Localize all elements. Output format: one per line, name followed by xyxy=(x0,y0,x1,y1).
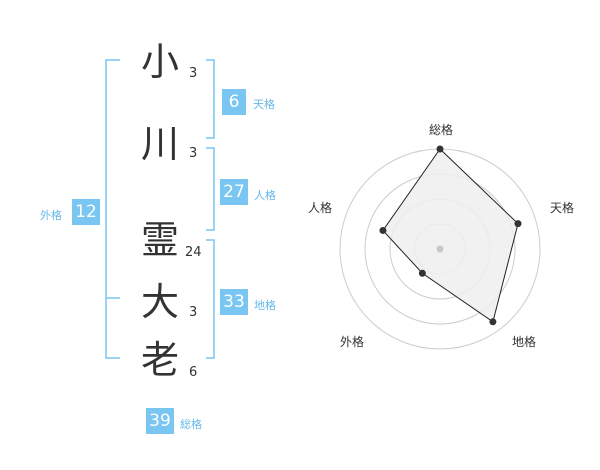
name-char-3: 霊 xyxy=(140,218,179,262)
radar-axis-label-jinkaku: 人格 xyxy=(308,200,332,215)
radar-score-polygon xyxy=(382,148,519,323)
name-char-5: 老 xyxy=(140,338,179,382)
tenkaku-badge: 6 xyxy=(222,89,246,115)
gaikaku-label: 外格 xyxy=(40,209,62,222)
tenkaku-label: 天格 xyxy=(253,98,275,111)
radar-point xyxy=(418,269,426,277)
gaikaku-bracket xyxy=(105,59,120,359)
chikaku-badge: 33 xyxy=(220,289,248,315)
name-char-1: 小 xyxy=(140,40,179,84)
stroke-count-2: 3 xyxy=(189,146,198,161)
jinkaku-badge: 27 xyxy=(220,179,248,205)
radar-axis-label-soukaku: 総格 xyxy=(429,122,453,137)
soukaku-badge: 39 xyxy=(146,408,174,434)
chikaku-label: 地格 xyxy=(254,299,276,312)
radar-center-dot xyxy=(436,245,444,253)
name-char-4: 大 xyxy=(140,280,179,324)
stroke-count-3: 24 xyxy=(185,245,202,260)
soukaku-label: 総格 xyxy=(180,418,202,431)
radar-point xyxy=(379,226,387,234)
radar-point xyxy=(489,318,497,326)
stroke-count-1: 3 xyxy=(189,66,198,81)
radar-axis-label-tenkaku: 天格 xyxy=(550,200,574,215)
radar-point xyxy=(436,145,444,153)
tenkaku-bracket xyxy=(206,59,215,139)
stroke-count-4: 3 xyxy=(189,305,198,320)
radar-axis-label-gaikaku: 外格 xyxy=(340,334,364,349)
jinkaku-bracket xyxy=(206,147,215,231)
stroke-count-5: 6 xyxy=(189,365,198,380)
name-char-2: 川 xyxy=(140,122,179,166)
gaikaku-badge: 12 xyxy=(72,199,100,225)
chikaku-bracket xyxy=(206,239,215,359)
radar-axis-label-chikaku: 地格 xyxy=(512,334,536,349)
radar-point xyxy=(514,220,522,228)
jinkaku-label: 人格 xyxy=(254,189,276,202)
